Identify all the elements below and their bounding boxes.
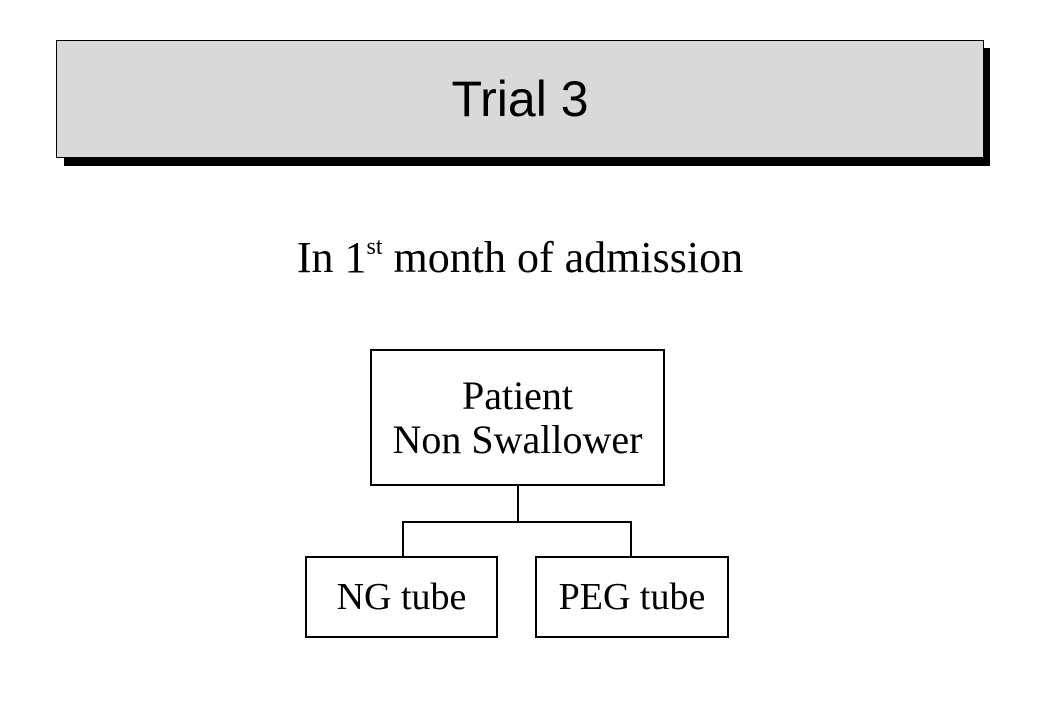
subtitle-suffix: month of admission xyxy=(382,233,744,282)
node-ng-tube: NG tube xyxy=(305,556,498,638)
subtitle-prefix: In 1 xyxy=(296,233,367,282)
node-root-line1: Patient xyxy=(461,372,574,418)
node-peg-tube: PEG tube xyxy=(535,556,729,638)
node-ng-tube-label: NG tube xyxy=(336,576,467,618)
node-patient-non-swallower: Patient Non Swallower xyxy=(370,349,665,486)
title-banner: Trial 3 xyxy=(56,40,984,158)
subtitle-superscript: st xyxy=(366,234,383,260)
subtitle: In 1st month of admission xyxy=(0,233,1040,282)
page-title: Trial 3 xyxy=(451,71,589,127)
node-root-line2: Non Swallower xyxy=(392,416,643,462)
node-peg-tube-label: PEG tube xyxy=(558,576,706,618)
